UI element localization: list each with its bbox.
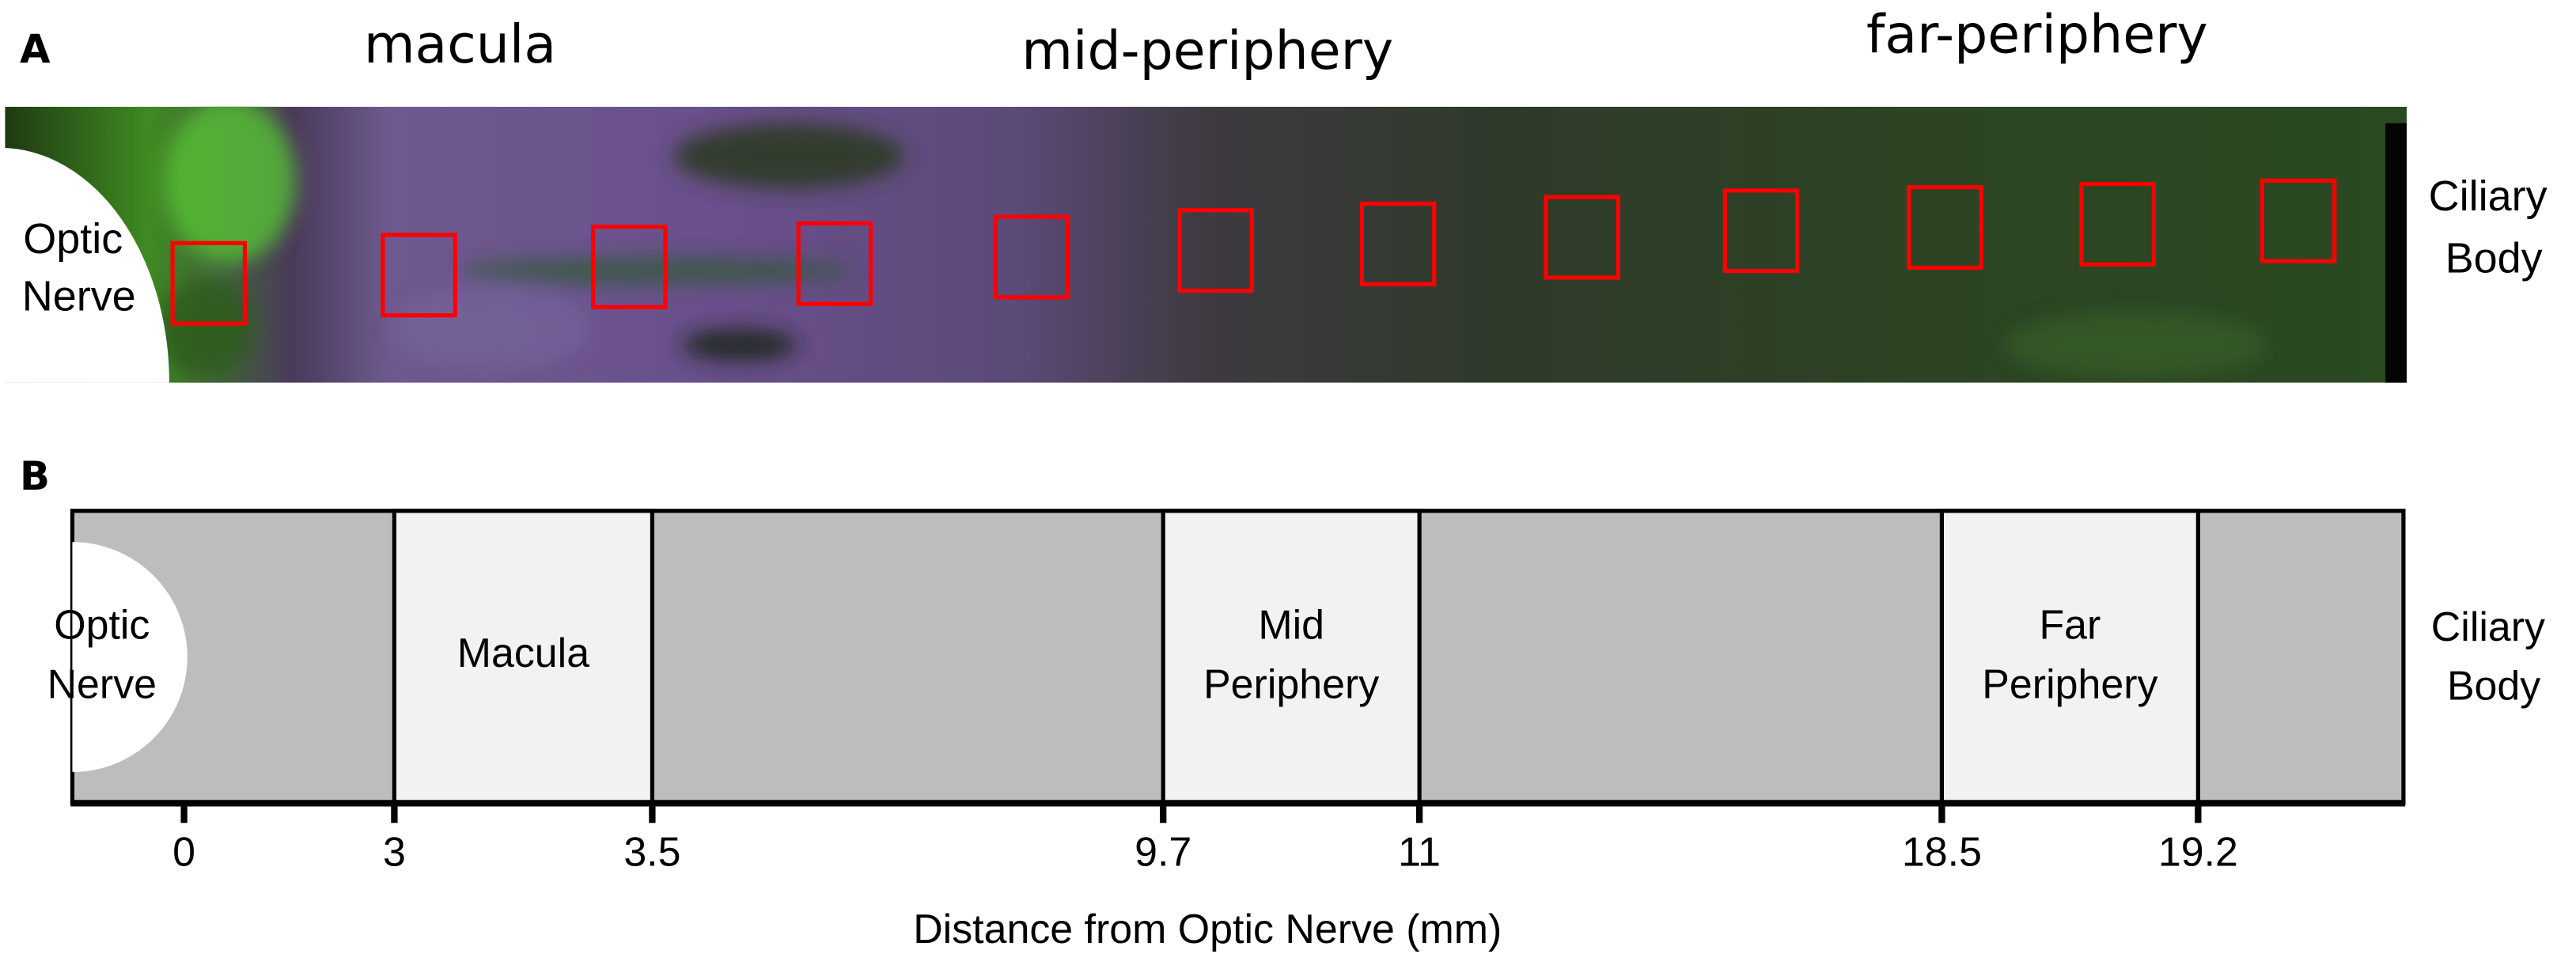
tick-label: 19.2 <box>2158 829 2238 875</box>
sample-box-9 <box>1722 188 1800 274</box>
sample-box-2 <box>381 233 457 318</box>
sample-box-6 <box>1177 208 1254 293</box>
optic-nerve-shape-b <box>72 542 188 772</box>
region-far-periphery <box>1939 509 2200 805</box>
tick-label: 18.5 <box>1902 829 1982 875</box>
heading-macula: macula <box>364 13 556 75</box>
sample-box-11 <box>2079 181 2156 267</box>
heading-far-periphery: far-periphery <box>1866 3 2208 65</box>
microscopy-image <box>5 106 2407 383</box>
tick-label: 11 <box>1398 829 1441 875</box>
sample-box-4 <box>796 221 873 306</box>
region-label: Macula <box>457 630 589 676</box>
sample-box-8 <box>1544 195 1620 280</box>
heading-mid-periphery: mid-periphery <box>1021 20 1393 81</box>
tick-label: 9.7 <box>1135 829 1191 875</box>
tick-label: 0 <box>172 829 195 875</box>
x-axis-label: Distance from Optic Nerve (mm) <box>913 907 1502 952</box>
sample-box-7 <box>1359 201 1437 286</box>
ciliary-body-label-b: Ciliary Body <box>2431 604 2557 710</box>
optic-nerve-shape <box>0 147 169 383</box>
optic-nerve-label-a: Optic Nerve <box>22 215 136 320</box>
ciliary-body-label-a: Ciliary Body <box>2429 172 2559 282</box>
panel-b-label: B <box>20 453 50 499</box>
sample-box-10 <box>1907 185 1983 271</box>
sample-box-3 <box>591 224 668 309</box>
sample-box-5 <box>993 214 1070 300</box>
sample-box-12 <box>2260 178 2337 263</box>
region-mid-periphery <box>1161 509 1422 805</box>
sample-boxes <box>170 178 2337 326</box>
tick-label: 3.5 <box>623 829 680 875</box>
panel-a-label: A <box>20 26 51 72</box>
sample-box-1 <box>170 240 248 326</box>
tick-label: 3 <box>383 829 406 875</box>
